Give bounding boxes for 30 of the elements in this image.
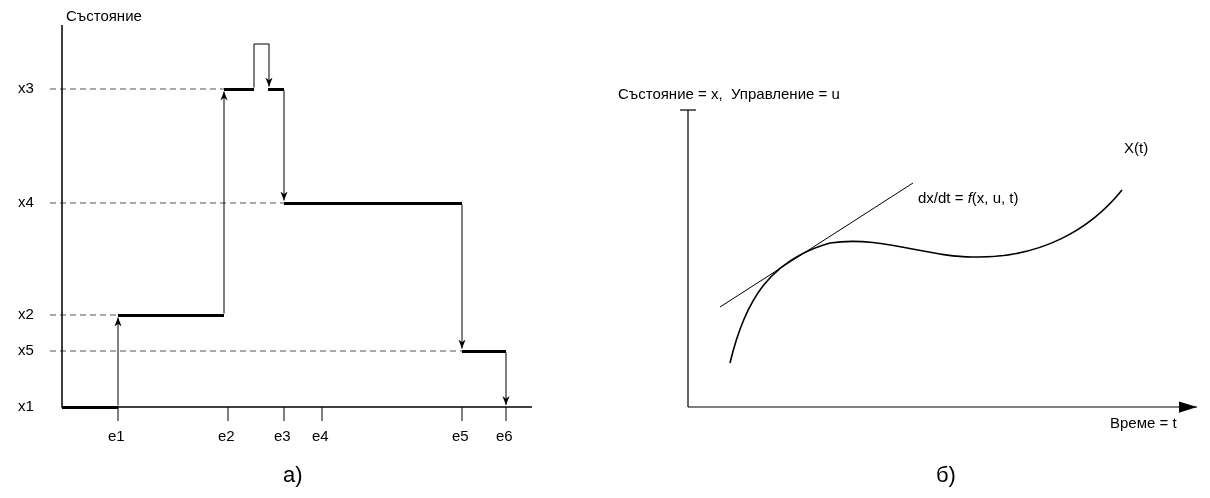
event-label: e1	[108, 428, 125, 443]
event-label: e5	[452, 428, 469, 443]
event-label: e3	[274, 428, 291, 443]
state-label: x2	[18, 306, 34, 321]
panel-label: а)	[283, 464, 303, 486]
curve-label: X(t)	[1124, 140, 1149, 155]
axis-title: Време = t	[1110, 415, 1177, 430]
state-bar	[268, 87, 284, 91]
state-label: x5	[18, 342, 34, 357]
state-bar	[224, 87, 254, 91]
state-bar	[62, 405, 118, 409]
axis-title: Състояние	[66, 8, 142, 23]
arrow	[458, 204, 466, 349]
state-bar	[118, 313, 224, 317]
event-label: e6	[496, 428, 513, 443]
state-label: x1	[18, 398, 34, 413]
axis-title: Състояние = x, Управление = u	[618, 86, 840, 101]
event-label: e2	[218, 428, 235, 443]
arrow	[220, 91, 228, 314]
arrow	[280, 90, 288, 201]
state-bar	[284, 201, 462, 205]
state-label: x3	[18, 80, 34, 95]
equation-label: dx/dt = f(x, u, t)	[918, 190, 1019, 205]
panel-label: б)	[936, 464, 956, 486]
event-label: e4	[312, 428, 329, 443]
arrow	[114, 317, 122, 406]
state-bar	[462, 349, 506, 353]
state-label: x4	[18, 194, 34, 209]
arrow	[502, 352, 510, 406]
arrow	[253, 43, 273, 88]
